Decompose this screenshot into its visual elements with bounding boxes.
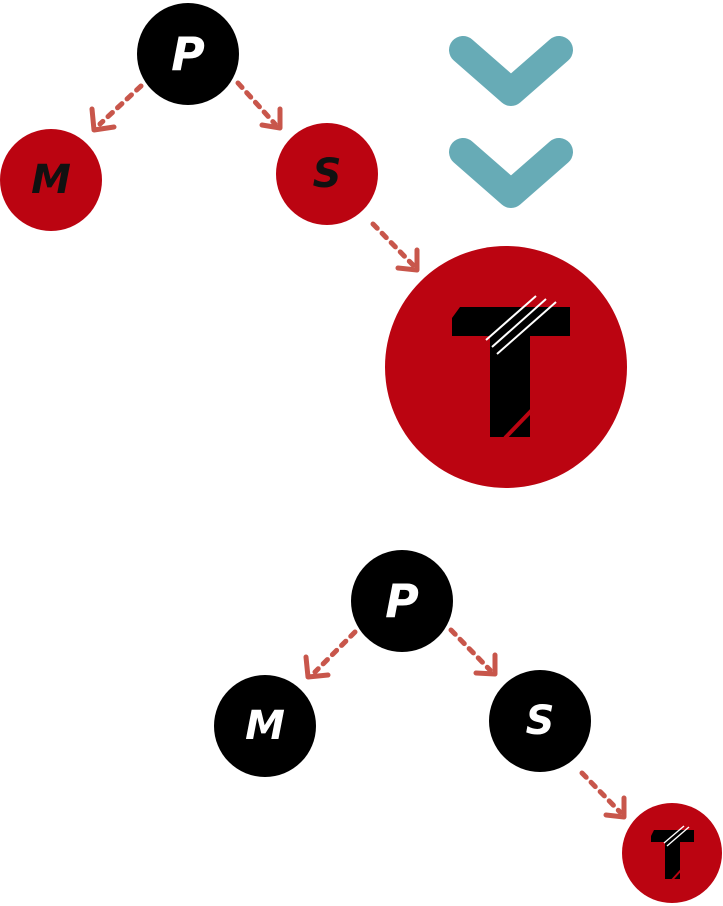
after-tree: P M S T [214, 550, 722, 903]
before-node-t-glyph [452, 295, 570, 440]
after-node-m: M [214, 675, 316, 777]
after-node-s-label: S [526, 698, 555, 744]
after-node-p: P [351, 550, 453, 652]
after-node-m-label: M [245, 703, 285, 749]
before-edge-p-m [89, 83, 144, 133]
after-node-t: T [622, 803, 722, 903]
after-edge-p-m [303, 629, 358, 680]
before-edge-p-s [235, 80, 283, 131]
after-node-s: S [489, 670, 591, 772]
before-node-s: S [276, 123, 378, 225]
before-edge-s-t [370, 221, 420, 273]
before-node-p: P [137, 3, 239, 105]
after-edge-s-t [579, 770, 627, 820]
before-node-m: M [0, 129, 102, 231]
before-node-t: T [385, 246, 627, 488]
before-tree: P M S T [0, 3, 627, 488]
after-node-t-glyph [651, 825, 694, 881]
before-node-m-label: M [31, 157, 71, 203]
after-node-p-label: P [385, 574, 419, 628]
before-node-s-label: S [313, 151, 342, 197]
after-edge-p-s [448, 627, 498, 677]
double-chevron-down-icon [449, 36, 573, 208]
before-node-p-label: P [171, 27, 205, 81]
